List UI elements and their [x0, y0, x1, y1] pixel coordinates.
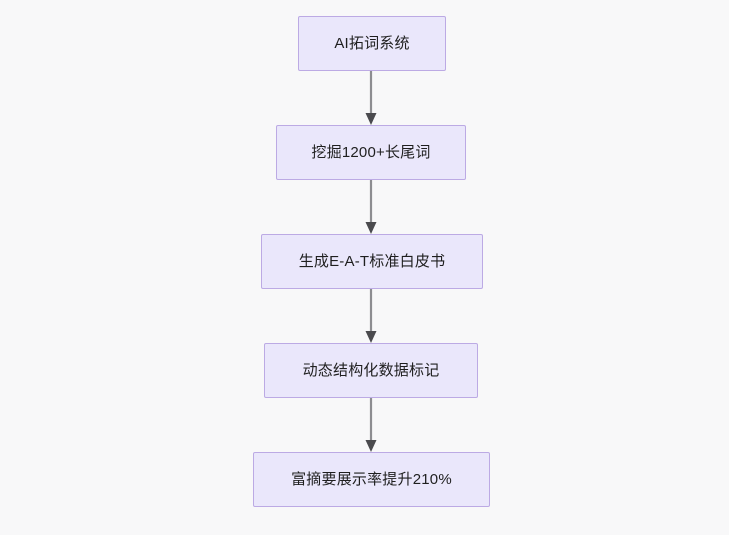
flowchart-node-generate-eat-whitepaper[interactable]: 生成E-A-T标准白皮书	[261, 234, 483, 289]
flowchart-node-rich-snippet-impression-lift[interactable]: 富摘要展示率提升210%	[253, 452, 490, 507]
node-label: 生成E-A-T标准白皮书	[298, 253, 446, 270]
flowchart-node-ai-keyword-system[interactable]: AI拓词系统	[298, 16, 446, 71]
node-label: AI拓词系统	[334, 35, 410, 52]
flowchart-node-mine-longtail-keywords[interactable]: 挖掘1200+长尾词	[276, 125, 466, 180]
edge-n3-n4	[365, 289, 377, 343]
edge-n1-n2	[365, 71, 377, 125]
node-label: 富摘要展示率提升210%	[291, 471, 452, 488]
node-label: 动态结构化数据标记	[302, 362, 440, 379]
edge-n4-n5	[365, 398, 377, 452]
flowchart-node-dynamic-structured-data-markup[interactable]: 动态结构化数据标记	[264, 343, 478, 398]
edge-n2-n3	[365, 180, 377, 234]
node-label: 挖掘1200+长尾词	[311, 144, 431, 161]
